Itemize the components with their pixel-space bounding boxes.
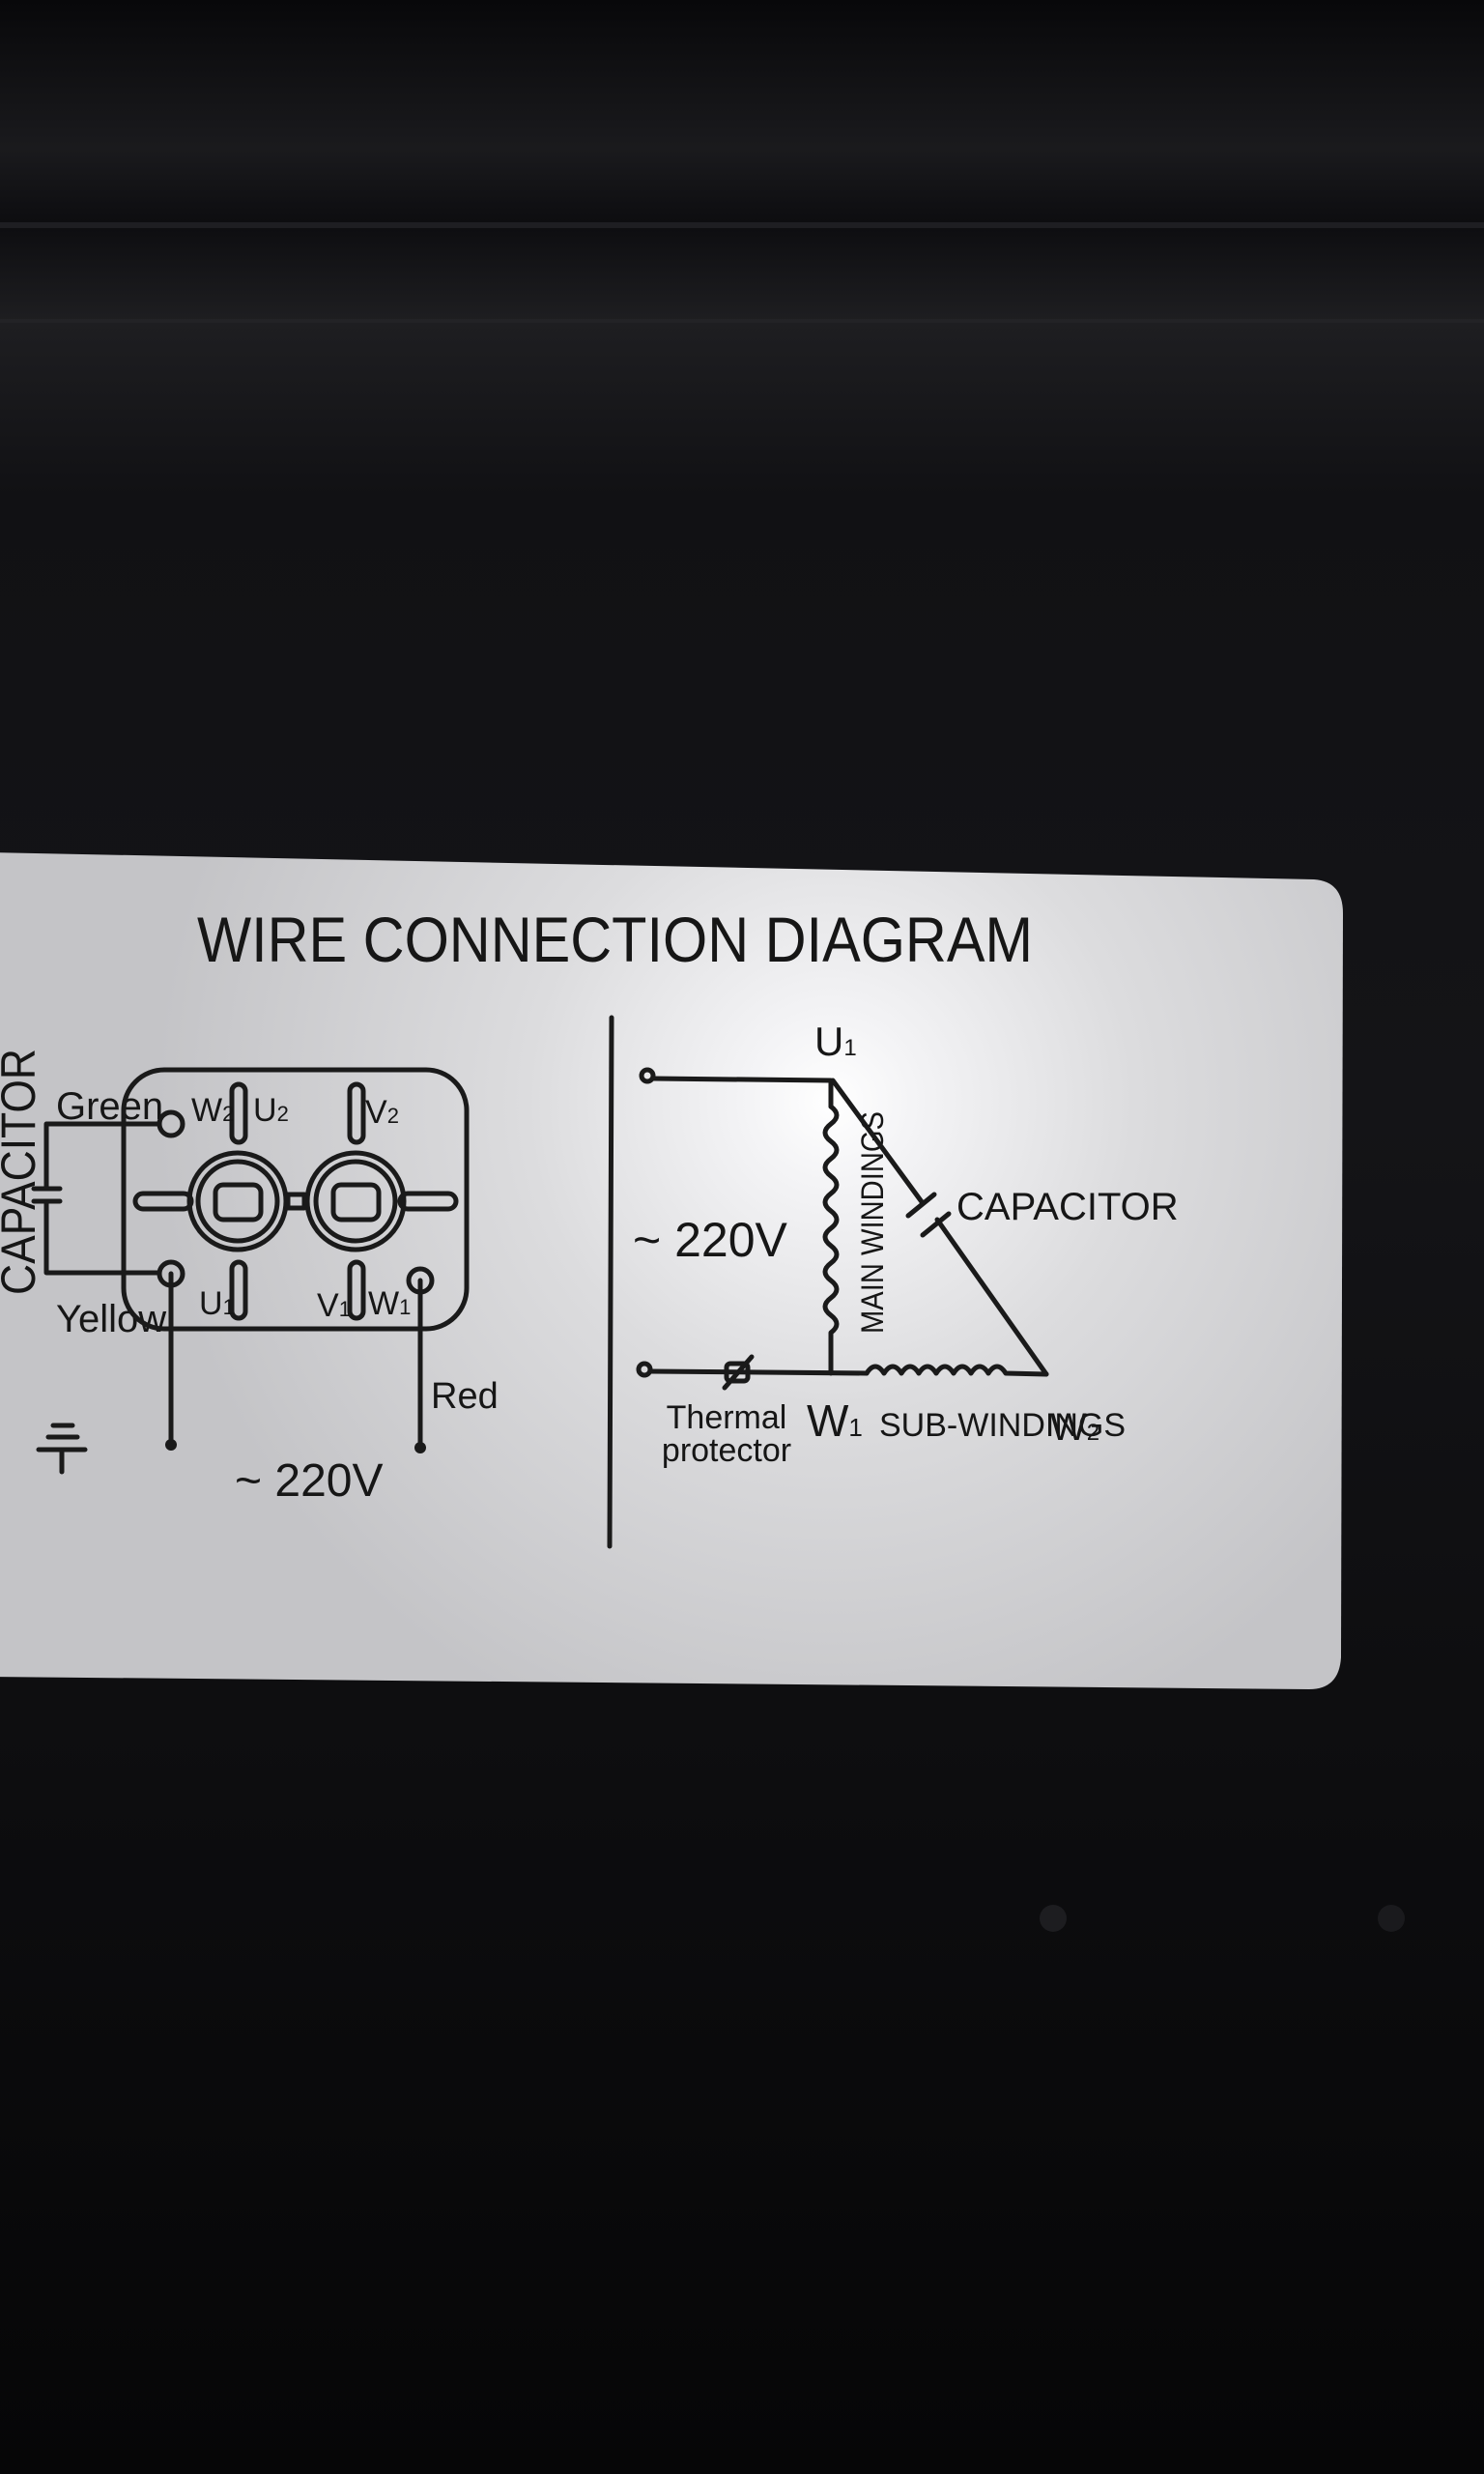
wire-label-red: Red	[431, 1376, 499, 1417]
capacitor-symbol	[905, 1192, 952, 1238]
main-windings-label: MAIN WINDINGS	[855, 1111, 890, 1334]
thermal-protector-icon	[722, 1354, 755, 1391]
terminal-block-diagram: CAPACITOR Green Yellow	[0, 1049, 499, 1507]
terminal-green	[157, 1109, 186, 1138]
terminal-label-w2: W2	[191, 1092, 234, 1129]
terminal-label-u1: U1	[199, 1285, 235, 1322]
terminal-post-right	[304, 1081, 459, 1321]
main-winding-coil	[822, 1104, 840, 1376]
label-sticker	[0, 852, 1343, 1689]
capacitor-branch-wire	[830, 1078, 1049, 1377]
sub-windings-label: SUB-WINDINGS	[879, 1407, 1126, 1444]
wire-label-green: Green	[56, 1085, 163, 1128]
node-label-u1: U1	[814, 1019, 857, 1064]
capacitor-wiring	[31, 1121, 162, 1276]
section-divider	[607, 1015, 614, 1549]
supply-terminal-top	[639, 1067, 656, 1084]
schematic-supply-label: ~ 220V	[633, 1213, 788, 1267]
terminal-box-outline	[121, 1067, 470, 1332]
node-label-w2: W2	[1050, 1406, 1099, 1449]
schematic-diagram: MAIN WINDINGS CAPACITOR ~ 220V U1 Therma…	[633, 1019, 1179, 1469]
terminal-label-w1: W1	[368, 1285, 411, 1322]
neutral-wire	[647, 1368, 870, 1376]
node-label-w1: W1	[807, 1395, 863, 1446]
supply-voltage-label: ~ 220V	[235, 1455, 383, 1507]
diagram-title: WIRE CONNECTION DIAGRAM	[197, 904, 1033, 975]
capacitor-label: CAPACITOR	[956, 1186, 1179, 1228]
screw-head	[1378, 1905, 1405, 1932]
screw-head	[1040, 1905, 1067, 1932]
thermal-protector-label-2: protector	[662, 1432, 791, 1469]
supply-lead-dot	[165, 1439, 177, 1451]
terminal-label-u2: U2	[253, 1092, 289, 1129]
capacitor-vertical-label: CAPACITOR	[0, 1049, 45, 1295]
sub-winding-coil	[864, 1364, 1049, 1377]
supply-lead-dot	[414, 1442, 426, 1453]
enclosure-ridge	[0, 319, 1484, 323]
ground-icon	[36, 1423, 88, 1475]
enclosure-ridge	[0, 222, 1484, 228]
thermal-protector-label-1: Thermal	[667, 1399, 787, 1436]
supply-leads	[168, 1271, 423, 1451]
wire-diagram-label: WIRE CONNECTION DIAGRAM CAPACITOR Green …	[0, 852, 1343, 1689]
terminal-label-v2: V2	[365, 1094, 399, 1131]
terminal-label-v1: V1	[317, 1287, 351, 1324]
wire-label-yellow: Yellow	[56, 1298, 166, 1340]
terminal-link-bar	[285, 1192, 307, 1211]
